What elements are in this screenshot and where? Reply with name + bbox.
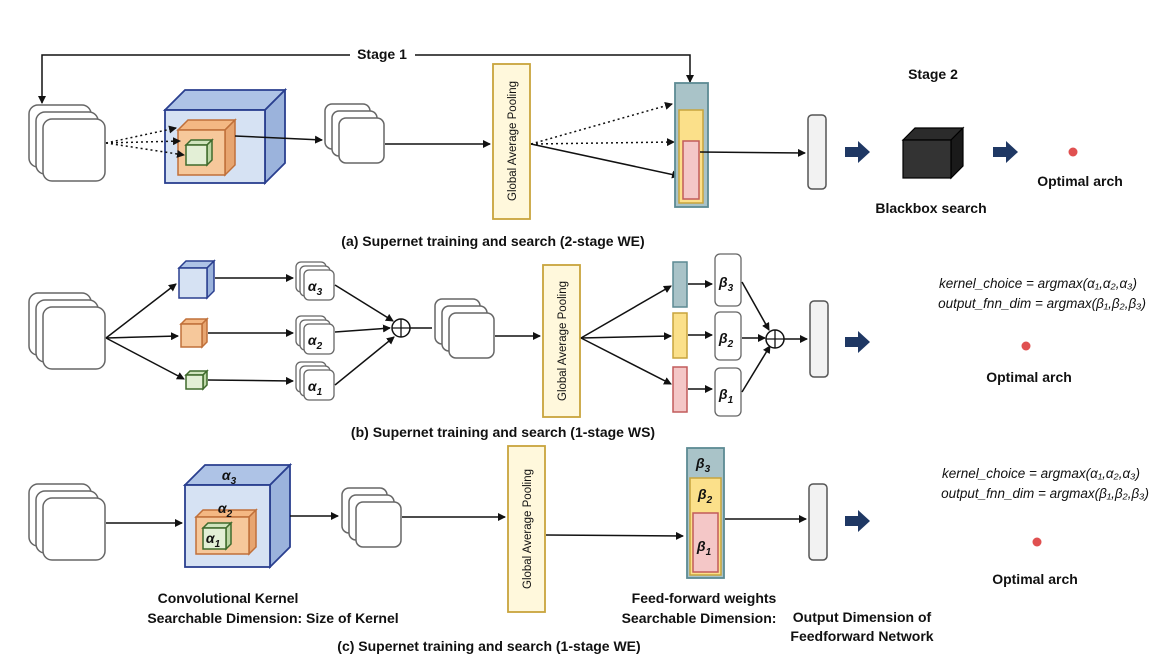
nested-ff-weights-c: β3 β2 β1	[686, 447, 725, 579]
stage1-label: Stage 1	[357, 46, 407, 62]
ff-label-line1: Feed-forward weights	[632, 590, 777, 606]
panel-b: α3 α2 α1 Global Avera	[28, 253, 1146, 440]
ff-label-line3: Output Dimension of	[793, 609, 932, 625]
svg-text:α2: α2	[308, 332, 323, 352]
blackbox-label: Blackbox search	[875, 200, 986, 216]
kernel-cube-green	[184, 138, 214, 167]
kernel-label-line1: Convolutional Kernel	[158, 590, 299, 606]
ff-weight-teal-b	[672, 261, 688, 308]
gap-label: Global Average Pooling	[507, 81, 519, 201]
output-vector-c	[808, 483, 828, 561]
output-feature-stack	[324, 103, 385, 164]
input-feature-stack	[28, 104, 106, 182]
optimal-arch-label-c: Optimal arch	[992, 571, 1078, 587]
svg-text:α3: α3	[308, 278, 323, 298]
output-vector-b	[809, 300, 829, 378]
blackbox-cube	[901, 126, 965, 180]
gap-label-b: Global Average Pooling	[557, 281, 569, 401]
gap-label-c: Global Average Pooling	[522, 469, 534, 589]
ff-label-line2: Searchable Dimension:	[622, 610, 777, 626]
input-feature-stack-b	[28, 292, 106, 370]
global-average-pooling-bar	[492, 63, 531, 220]
navy-arrow-2	[993, 141, 1018, 163]
output-feature-stack-b	[434, 298, 495, 359]
svg-text:β2: β2	[697, 486, 713, 506]
stage1-line	[38, 54, 350, 104]
svg-text:α1: α1	[206, 530, 221, 550]
alpha2-stack: α2	[295, 315, 335, 355]
beta1-box: β1	[714, 367, 742, 417]
input-feature-stack-c	[28, 483, 106, 561]
optimal-arch-dot-c	[1032, 537, 1042, 547]
alpha3-stack: α3	[295, 261, 335, 301]
caption-b: (b) Supernet training and search (1-stag…	[351, 424, 655, 440]
kernel-cube-orange-b	[179, 317, 209, 349]
panel-a: Stage 1 Stage 2	[28, 46, 1123, 249]
kernel-cube-green-b	[184, 369, 209, 391]
beta2-box: β2	[714, 311, 742, 361]
panel-c: α3 α2 α1 Global Average Pooling β3 β2	[28, 445, 1149, 654]
formula-output-fnn-dim-c: output_fnn_dim = argmax(β₁,β₂,β₃)	[941, 486, 1149, 501]
svg-text:α2: α2	[218, 500, 233, 520]
navy-arrow-1	[845, 141, 870, 163]
optimal-arch-label: Optimal arch	[1037, 173, 1123, 189]
svg-text:β2: β2	[718, 330, 734, 350]
svg-text:α1: α1	[308, 378, 323, 398]
svg-text:β3: β3	[718, 274, 734, 294]
output-feature-stack-c	[341, 487, 402, 548]
kernel-cube-orange	[176, 118, 237, 177]
beta3-box: β3	[714, 253, 742, 307]
navy-arrow-b	[845, 331, 870, 353]
nested-kernel-cube-c: α3 α2 α1	[182, 462, 293, 570]
ff-weight-yellow-b	[672, 312, 688, 359]
svg-text:α3: α3	[222, 467, 237, 487]
kernel-cube-blue-b	[177, 259, 216, 300]
sum-node-b2	[765, 329, 785, 349]
sum-node-b1	[391, 318, 411, 338]
kernel-label-line2: Searchable Dimension: Size of Kernel	[147, 610, 398, 626]
formula-kernel-choice-b: kernel_choice = argmax(α₁,α₂,α₃)	[939, 276, 1137, 291]
feedforward-weights-nested	[674, 82, 709, 208]
caption-a: (a) Supernet training and search (2-stag…	[341, 233, 644, 249]
svg-text:β3: β3	[695, 455, 711, 475]
ff-label-line4: Feedforward Network	[790, 628, 933, 644]
navy-arrow-c	[845, 510, 870, 532]
alpha1-stack: α1	[295, 361, 335, 401]
global-average-pooling-bar-c	[507, 445, 546, 613]
global-average-pooling-bar-b	[542, 264, 581, 418]
stage1-line-right	[415, 54, 694, 83]
formula-kernel-choice-c: kernel_choice = argmax(α₁,α₂,α₃)	[942, 466, 1140, 481]
svg-text:β1: β1	[696, 538, 712, 558]
optimal-arch-dot	[1068, 147, 1078, 157]
optimal-arch-dot-b	[1021, 341, 1031, 351]
optimal-arch-label-b: Optimal arch	[986, 369, 1072, 385]
output-vector	[807, 114, 827, 190]
stage2-label: Stage 2	[908, 66, 958, 82]
caption-c: (c) Supernet training and search (1-stag…	[337, 638, 640, 654]
svg-text:β1: β1	[718, 386, 734, 406]
formula-output-fnn-dim-b: output_fnn_dim = argmax(β₁,β₂,β₃)	[938, 296, 1146, 311]
ff-weight-pink-b	[672, 366, 688, 413]
